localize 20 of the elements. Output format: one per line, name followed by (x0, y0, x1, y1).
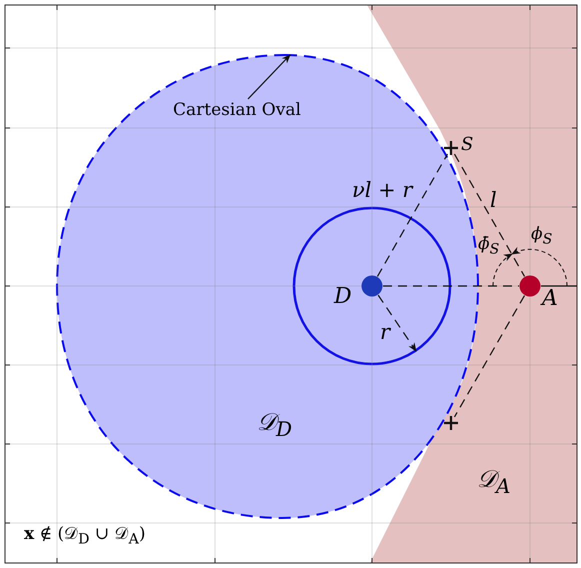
dashed-line (383, 285, 519, 287)
dashed-line (376, 154, 448, 277)
region-label: 𝒟$_{D}$ (257, 410, 292, 439)
set-label: x ∉ (𝒟$_{D}$ ∪ 𝒟$_{A}$) (24, 526, 146, 547)
circle-outline (293, 207, 451, 365)
edge-label: νl + r (352, 180, 412, 201)
cartesian-oval (57, 55, 478, 518)
angle-label: ϕ$_{S}$ (531, 226, 552, 247)
point-label: A (542, 288, 558, 310)
region-label: 𝒟$_{A}$ (477, 467, 510, 496)
leader-arrow (248, 54, 291, 100)
point-label: D (334, 286, 352, 308)
edge-label: r (380, 322, 390, 343)
angle-label: ϕ̄$_{S}$ (478, 236, 500, 257)
edge-label: l (490, 190, 497, 211)
annotation-text: Cartesian Oval (173, 102, 301, 119)
dashed-line (454, 295, 526, 418)
dashed-line (378, 294, 416, 352)
point-label: S (461, 136, 474, 154)
dashed-line (454, 154, 526, 277)
